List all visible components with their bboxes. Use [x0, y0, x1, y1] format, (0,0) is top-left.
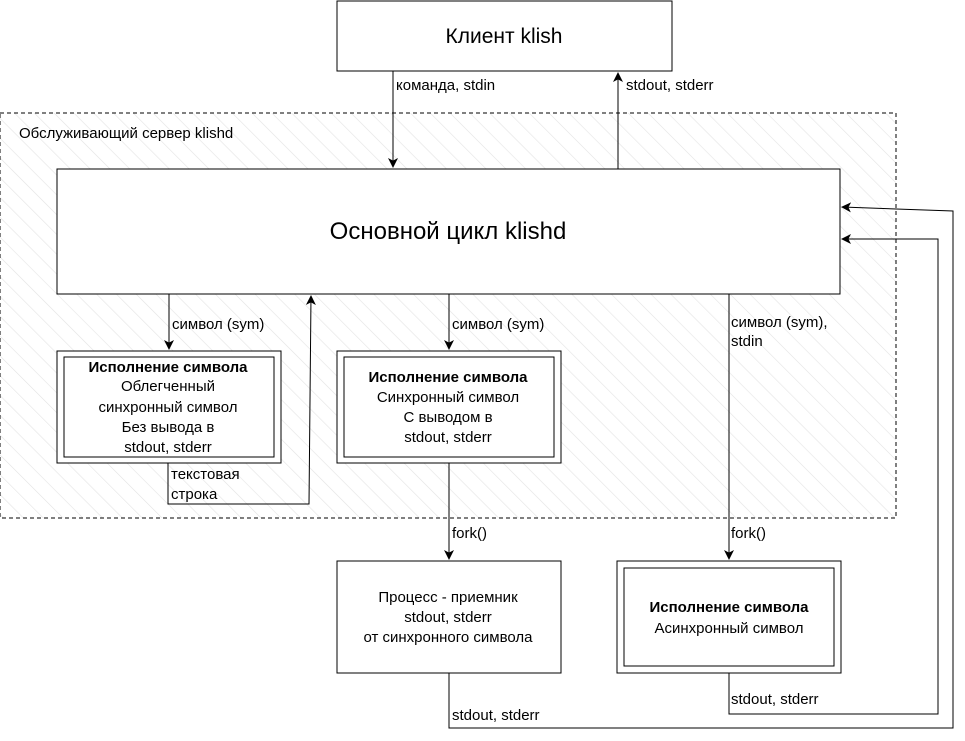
light-sync-heading: Исполнение символа: [88, 359, 248, 376]
light-sync-line: синхронный символ: [99, 399, 238, 416]
edge-label-sync-fork: fork(): [452, 525, 487, 542]
client-box: Клиент klish: [336, 0, 673, 72]
edge-label-to-async: stdin: [731, 333, 763, 350]
receiver-line: от синхронного символа: [363, 629, 533, 646]
client-box-frame: [336, 0, 673, 72]
edge-label-receiver-out: stdout, stderr: [452, 707, 540, 724]
edge-label-to-sync: символ (sym): [452, 316, 544, 333]
light-sync-inner-frame: [63, 356, 275, 458]
receiver-line: Процесс - приемник: [378, 589, 518, 606]
edge-label-async-out: stdout, stderr: [731, 691, 819, 708]
edge-label-to-light-sync: символ (sym): [172, 316, 264, 333]
sync-inner-frame: [343, 356, 555, 458]
edge-label-to-async: символ (sym),: [731, 314, 828, 331]
main-loop-box: Основной цикл klishd: [56, 168, 841, 295]
server-label: Обслуживающий сервер klishd: [19, 125, 233, 142]
main-loop-title: Основной цикл klishd: [330, 218, 567, 245]
light-sync-line: stdout, stderr: [124, 439, 212, 456]
receiver-process-box: Процесс - приемник stdout, stderr от син…: [336, 560, 562, 674]
client-title: Клиент klish: [446, 25, 563, 48]
sync-heading: Исполнение символа: [368, 369, 528, 386]
edge-receiver-to-loop: [448, 202, 954, 729]
edge-label-light-return: строка: [171, 486, 218, 503]
light-sync-line: Без вывода в: [122, 419, 215, 436]
sync-symbol-box: Исполнение символа Синхронный символ С в…: [336, 350, 562, 464]
async-symbol-box: Исполнение символа Асинхронный символ: [616, 560, 842, 674]
edge-light-sync-return: [167, 295, 316, 505]
edge-label-client-to-loop: команда, stdin: [396, 77, 495, 94]
edge-label-light-return: текстовая: [171, 466, 240, 483]
edge-label-async-fork: fork(): [731, 525, 766, 542]
main-loop-box-frame: [56, 168, 841, 295]
async-line: Асинхронный символ: [654, 620, 803, 637]
edge-label-loop-to-client: stdout, stderr: [626, 77, 714, 94]
sync-line: Синхронный символ: [377, 389, 519, 406]
receiver-line: stdout, stderr: [404, 609, 492, 626]
async-inner-frame: [623, 567, 835, 667]
receiver-frame: [336, 560, 562, 674]
sync-line: stdout, stderr: [404, 429, 492, 446]
async-heading: Исполнение символа: [649, 599, 809, 616]
edge-async-to-loop: [728, 234, 939, 715]
light-sync-line: Облегченный: [121, 378, 215, 395]
light-sync-symbol-box: Исполнение символа Облегченный синхронны…: [56, 350, 282, 464]
sync-line: С выводом в: [403, 409, 492, 426]
